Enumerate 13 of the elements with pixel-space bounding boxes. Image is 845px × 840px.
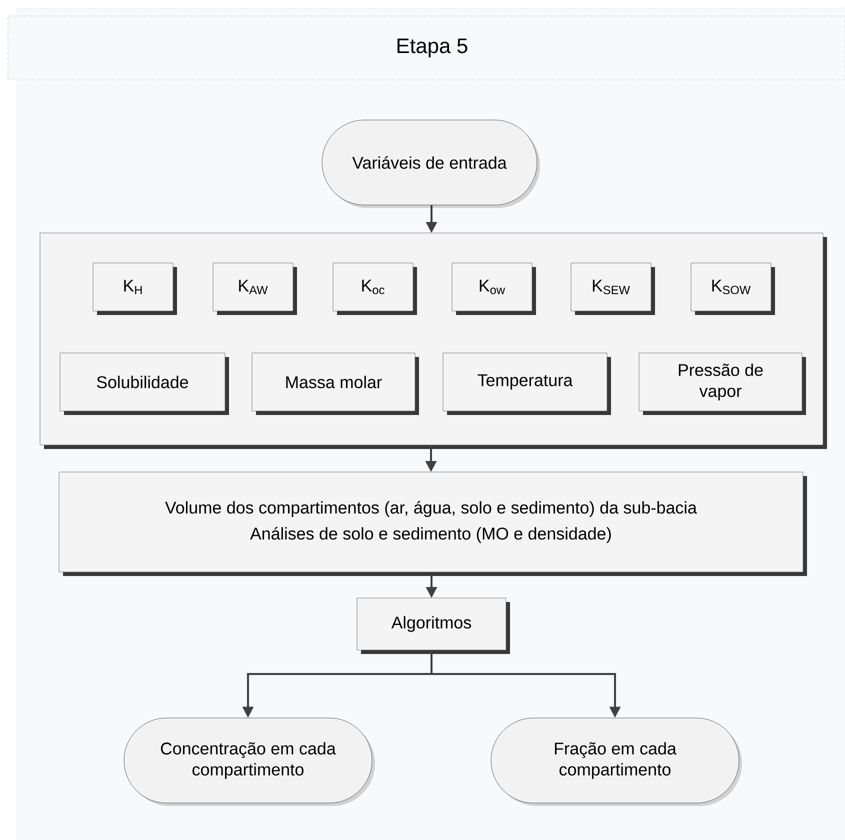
process-box: K$_{oc}$ xyxy=(332,262,417,315)
process-box: Pressão de vapor xyxy=(638,352,806,415)
process-box: K$_{AW}$ xyxy=(212,262,297,315)
process-box: K$_{H}$ xyxy=(92,262,177,315)
process-box: Volume dos compartimentos (ar, água, solo e sedimento) da sub-bacia Análises de solo e sedimento (MO e densidade) xyxy=(58,472,808,576)
process-box: Algoritmos xyxy=(356,598,510,654)
process-box: Temperatura xyxy=(442,352,611,415)
process-box: K$_{SOW}$ xyxy=(690,262,775,315)
process-box: K$_{SEW}$ xyxy=(570,262,655,315)
process-box: Massa molar xyxy=(252,352,419,415)
process-box: K$_{ow}$ xyxy=(452,262,536,315)
process-box: Solubilidade xyxy=(60,352,229,415)
title-band: Etapa 5 xyxy=(8,16,845,80)
